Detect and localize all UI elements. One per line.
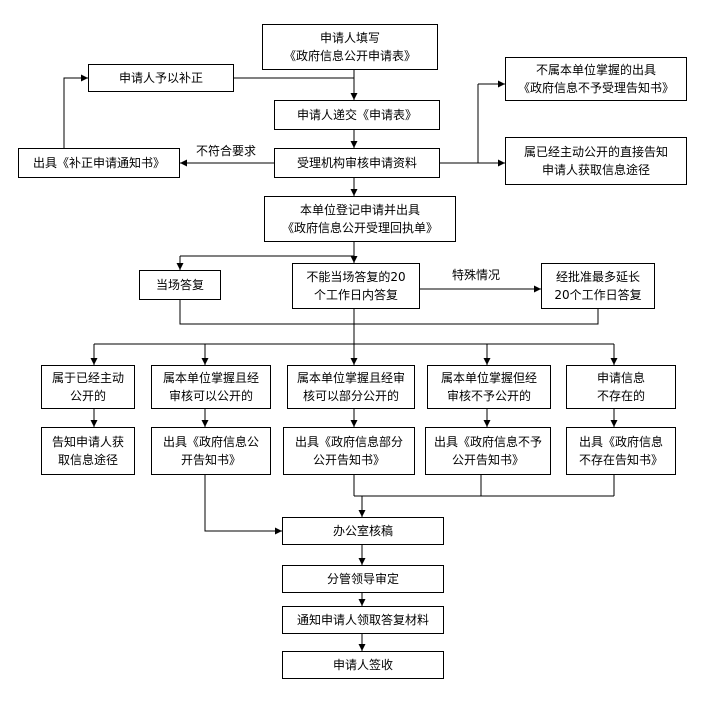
edge-spot-down xyxy=(179,300,354,325)
node-extend: 经批准最多延长 20个工作日答复 xyxy=(541,263,655,309)
node-result-not-open: 出具《政府信息不予 公开告知书》 xyxy=(425,427,551,475)
node-category-not-open: 属本单位掌握但经 审核不予公开的 xyxy=(427,365,551,409)
node-category-not-exist-label: 申请信息 不存在的 xyxy=(596,371,645,403)
edge-label-not-meet: 不符合要求 xyxy=(196,144,257,158)
node-category-public: 属于已经主动 公开的 xyxy=(41,365,135,409)
node-sign: 申请人签收 xyxy=(282,651,444,679)
node-result-not-exist: 出具《政府信息 不存在告知书》 xyxy=(566,427,676,475)
node-notify-correct-label: 出具《补正申请通知书》 xyxy=(32,156,165,170)
node-reply-20-label: 不能当场答复的20 个工作日内答复 xyxy=(306,270,406,302)
node-submit: 申请人递交《申请表》 xyxy=(274,100,440,130)
node-result-partial: 出具《政府信息部分 公开告知书》 xyxy=(283,427,415,475)
node-review-label: 受理机构审核申请资料 xyxy=(296,156,417,170)
node-category-public-label: 属于已经主动 公开的 xyxy=(51,371,124,403)
node-category-partial: 属本单位掌握且经审 核可以部分公开的 xyxy=(287,365,415,409)
node-sign-label: 申请人签收 xyxy=(332,658,393,672)
edge-extend-down xyxy=(354,309,599,325)
node-not-held: 不属本单位掌握的出具 《政府信息不予受理告知书》 xyxy=(505,57,687,101)
node-fill-form: 申请人填写 《政府信息公开申请表》 xyxy=(262,24,438,70)
node-category-not-open-label: 属本单位掌握但经 审核不予公开的 xyxy=(440,371,537,403)
node-office-review-label: 办公室核稿 xyxy=(332,524,393,538)
node-submit-label: 申请人递交《申请表》 xyxy=(296,108,417,122)
node-spot-reply-label: 当场答复 xyxy=(155,278,204,292)
node-not-held-label: 不属本单位掌握的出具 《政府信息不予受理告知书》 xyxy=(517,63,674,95)
node-notify-correct: 出具《补正申请通知书》 xyxy=(18,148,180,178)
node-category-not-exist: 申请信息 不存在的 xyxy=(566,365,676,409)
node-leader-approve: 分管领导审定 xyxy=(282,565,444,593)
node-notify-collect-label: 通知申请人领取答复材料 xyxy=(296,613,429,627)
node-fill-form-label: 申请人填写 《政府信息公开申请表》 xyxy=(283,31,416,63)
edge-r2-to-office xyxy=(204,475,282,535)
node-result-can-open-label: 出具《政府信息公 开告知书》 xyxy=(162,435,259,467)
node-notify-collect: 通知申请人领取答复材料 xyxy=(282,606,444,634)
node-result-public-label: 告知申请人获 取信息途径 xyxy=(51,435,124,467)
node-reply-20: 不能当场答复的20 个工作日内答复 xyxy=(292,263,420,309)
node-result-can-open: 出具《政府信息公 开告知书》 xyxy=(151,427,271,475)
node-result-partial-label: 出具《政府信息部分 公开告知书》 xyxy=(294,435,403,467)
node-result-not-open-label: 出具《政府信息不予 公开告知书》 xyxy=(433,435,542,467)
node-category-can-open-label: 属本单位掌握且经 审核可以公开的 xyxy=(162,371,259,403)
node-review: 受理机构审核申请资料 xyxy=(274,148,440,178)
node-supplement-label: 申请人予以补正 xyxy=(118,71,203,85)
node-result-public: 告知申请人获 取信息途径 xyxy=(41,427,135,475)
node-supplement: 申请人予以补正 xyxy=(88,64,234,92)
edge-label-special: 特殊情况 xyxy=(452,268,501,282)
edge-correct-to-supplement xyxy=(63,74,88,148)
node-office-review: 办公室核稿 xyxy=(282,517,444,545)
node-category-partial-label: 属本单位掌握且经审 核可以部分公开的 xyxy=(296,371,405,403)
node-leader-approve-label: 分管领导审定 xyxy=(326,572,399,586)
node-register: 本单位登记申请并出具 《政府信息公开受理回执单》 xyxy=(264,196,456,242)
node-already-public-direct: 属已经主动公开的直接告知 申请人获取信息途径 xyxy=(505,137,687,185)
node-result-not-exist-label: 出具《政府信息 不存在告知书》 xyxy=(578,435,663,467)
node-spot-reply: 当场答复 xyxy=(139,270,221,300)
node-extend-label: 经批准最多延长 20个工作日答复 xyxy=(554,270,642,302)
node-register-label: 本单位登记申请并出具 《政府信息公开受理回执单》 xyxy=(281,203,438,235)
node-category-can-open: 属本单位掌握且经 审核可以公开的 xyxy=(151,365,271,409)
node-already-public-direct-label: 属已经主动公开的直接告知 申请人获取信息途径 xyxy=(523,145,668,177)
